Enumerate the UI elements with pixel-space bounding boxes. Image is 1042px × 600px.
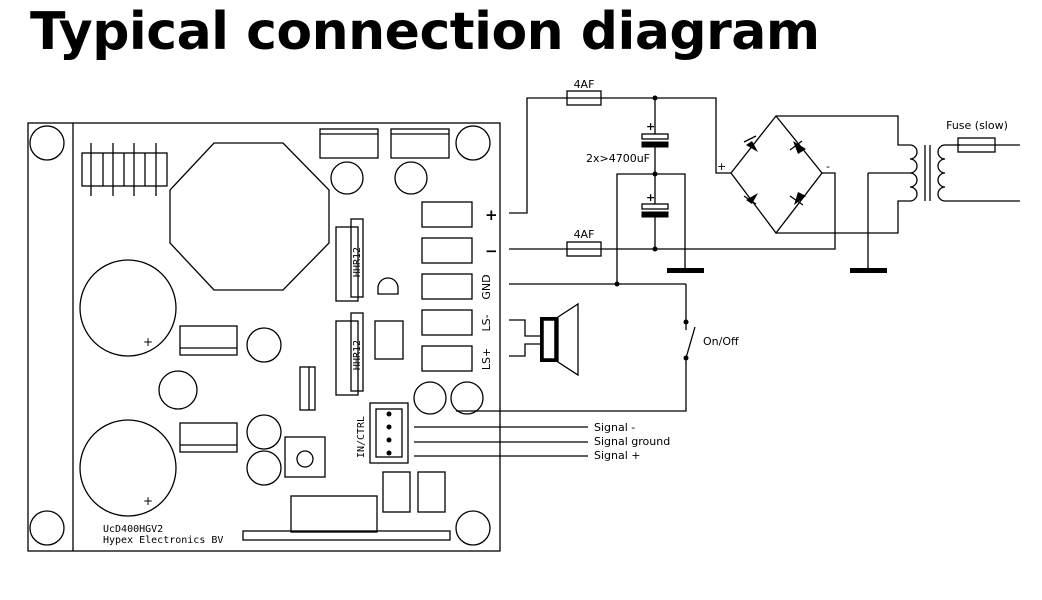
mounting-hole-icon [455,125,491,161]
page-title: Typical connection diagram [30,2,820,62]
transformer-icon [909,144,946,202]
wire-plus [509,97,567,214]
capacitor-icon [79,259,177,357]
regulator [319,128,379,159]
board-maker: Hypex Electronics BV [103,535,223,546]
capacitor-icon [450,381,484,415]
terminal-label-ls-plus: LS+ [480,348,493,370]
terminal-label-minus: − [485,242,498,260]
module-label: HHR12 [352,247,363,277]
cap-plus-top: + [646,120,655,133]
resistor [299,366,316,411]
capacitor-bottom [641,203,669,210]
capacitor-icon [330,161,364,195]
component [382,471,411,513]
svg-text:+: + [143,494,153,508]
amplifier-board: + + HHR12 HHR12 [27,122,501,552]
svg-text:+: + [143,335,153,349]
inductor [179,422,238,453]
capacitor-icon [158,370,198,410]
mounting-hole-icon [29,510,65,546]
edge-connector [242,530,451,541]
mounting-hole-icon [455,510,491,546]
fuse-top-label: 4AF [574,78,595,91]
signal-lines: Signal - Signal ground Signal + [414,421,670,462]
inductor-octagon [169,142,330,291]
module-hhr12 [335,320,359,396]
fuse-mid-label: 4AF [574,228,595,241]
capacitor-icon [79,419,177,517]
heatsink-block [290,495,378,533]
capacitor-icon [413,381,447,415]
terminal-ls-plus [421,345,473,372]
fuse-mains-label: Fuse (slow) [946,119,1008,132]
switch-label: On/Off [703,335,739,348]
terminal-plus [421,201,473,228]
board-outline [27,122,501,552]
signal-minus-label: Signal - [594,421,635,434]
terminal-label-plus: + [485,206,498,224]
trimmer-icon [296,450,314,468]
module-hhr12 [335,226,359,302]
on-off-switch: On/Off [456,284,739,412]
capacitor-top [641,133,669,140]
capacitors-label: 2x>4700uF [586,152,650,165]
pin-header [81,143,168,196]
terminal-gnd [421,273,473,300]
terminal-minus [421,237,473,264]
capacitor-icon [246,450,282,486]
bridge-plus-label: + [717,160,726,173]
in-ctrl-connector [369,402,409,464]
terminal-label-gnd: GND [480,274,493,299]
terminal-ls-minus [421,309,473,336]
capacitor-icon [246,414,282,450]
capacitor-icon [394,161,428,195]
loudspeaker-icon [509,302,579,377]
ground-icon [850,268,887,273]
power-supply: 4AF 4AF + 2x>4700uF + + - [509,78,1020,287]
bridge-minus-label: - [826,160,830,173]
terminal-label-ls-minus: LS- [480,314,493,331]
inductor [179,325,238,356]
signal-plus-label: Signal + [594,449,641,462]
module-label: HHR12 [352,340,363,370]
ground-icon [667,268,704,273]
capacitor-icon [246,327,282,363]
wire-gnd [616,173,686,284]
component [417,471,446,513]
trimmer-pot [284,436,326,478]
transistor-icon [377,277,399,295]
signal-ground-label: Signal ground [594,435,670,448]
mounting-hole-icon [29,125,65,161]
bridge-rectifier: + - [717,114,830,235]
board-model: UcD400HGV2 [103,524,163,535]
regulator [390,128,450,159]
ic-chip [374,320,404,360]
connector-label: IN/CTRL [356,416,367,458]
cap-plus-bottom: + [646,191,655,204]
